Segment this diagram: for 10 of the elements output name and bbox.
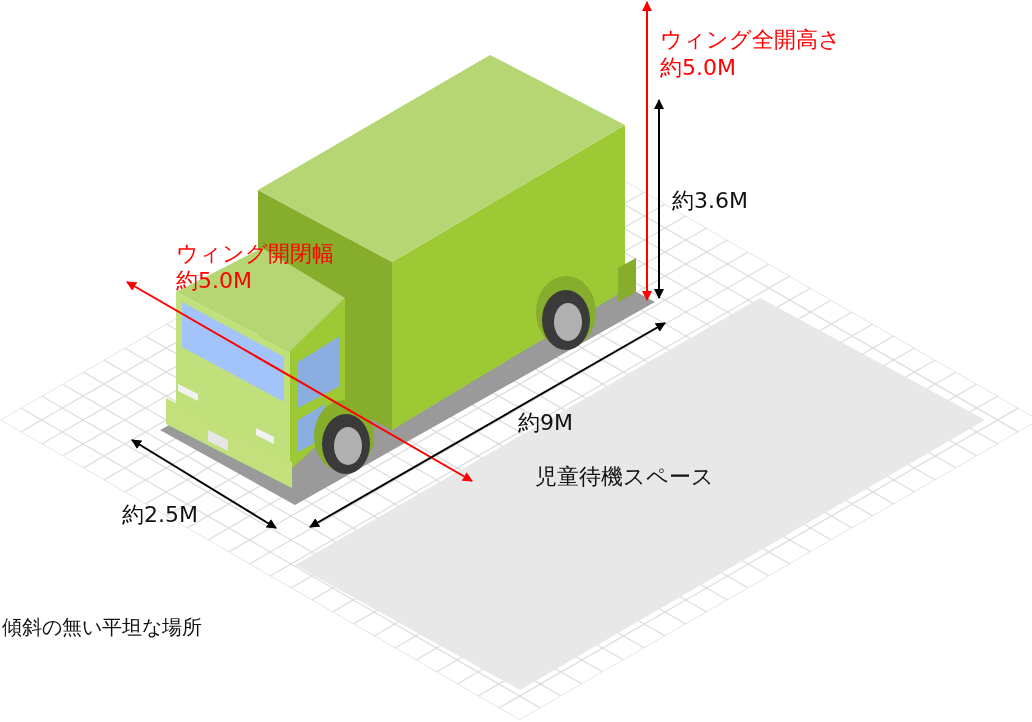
dimension-label: ウィング全開高さ [660, 27, 841, 53]
dimension-label: 約5.0M [176, 268, 252, 294]
dimension-label: 約5.0M [660, 55, 736, 81]
waiting-area [295, 298, 985, 690]
dimension-label: ウィング開閉幅 [176, 241, 334, 267]
note-text: 傾斜の無い平坦な場所 [2, 614, 202, 640]
dimension-label: 約3.6M [672, 188, 748, 214]
dimension-label: 約9M [518, 410, 573, 436]
area-label: 児童待機スペース [535, 464, 714, 490]
dimension-label: 約2.5M [122, 502, 198, 528]
